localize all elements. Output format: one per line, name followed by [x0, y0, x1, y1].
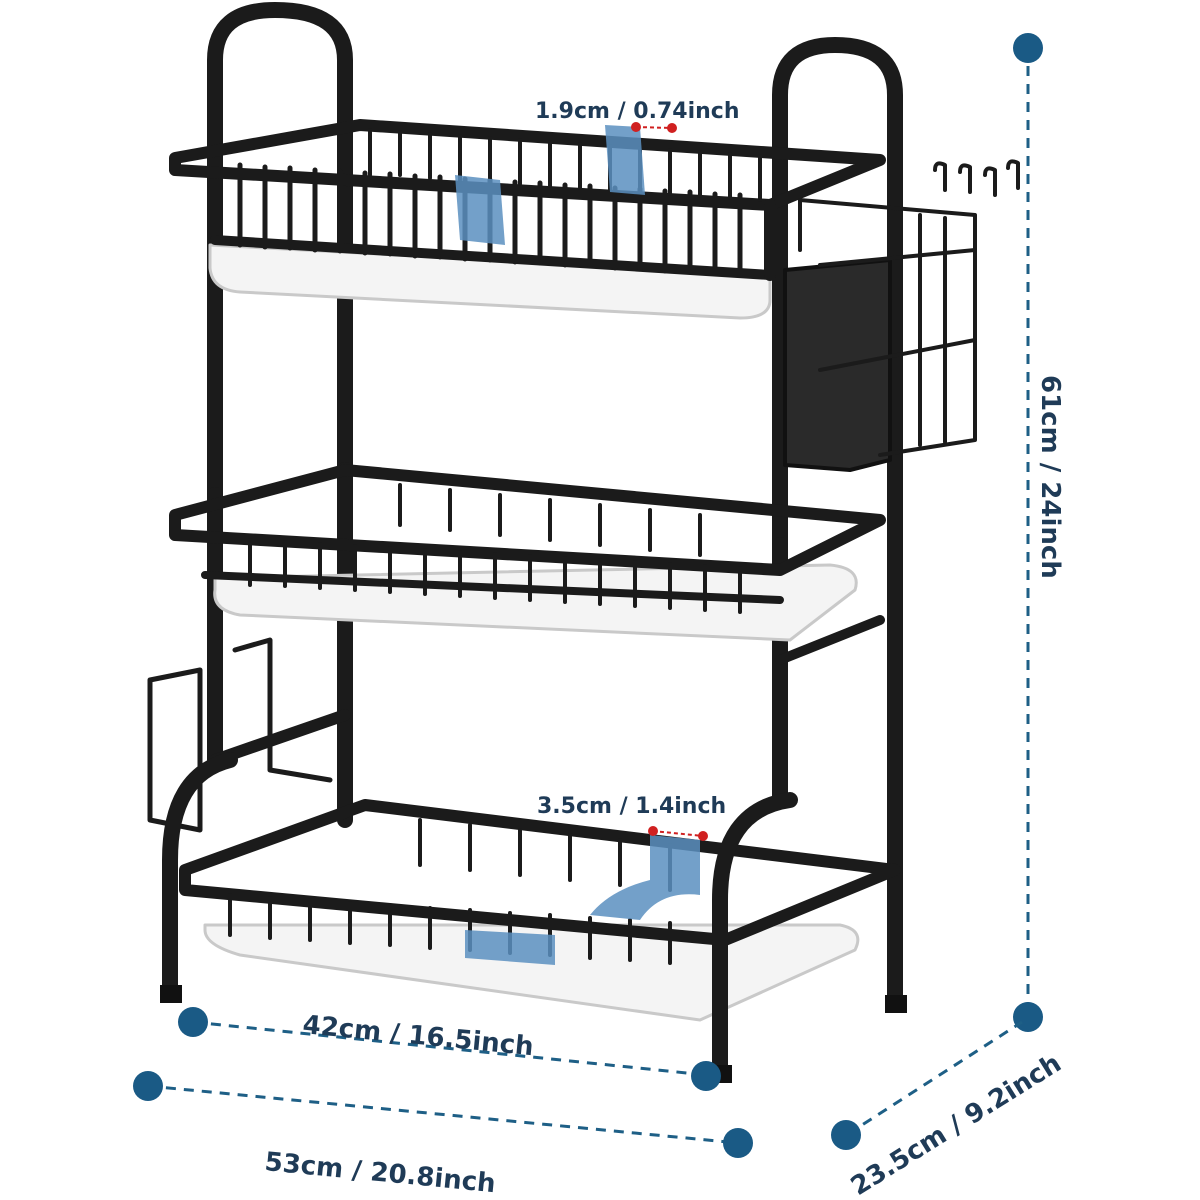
inner-width-line — [192, 1020, 707, 1077]
inner-width-dot-right — [691, 1061, 721, 1091]
depth-dot — [831, 1120, 861, 1150]
outer-width-line — [147, 1084, 739, 1145]
bottom-tray — [203, 923, 860, 1022]
foot-front-left — [160, 985, 182, 1003]
middle-tier — [169, 464, 886, 642]
bottom-gap-label: 3.5cm / 1.4inch — [537, 794, 726, 819]
side-basket — [798, 159, 1020, 457]
top-tray — [208, 243, 772, 320]
left-handle — [207, 2, 353, 503]
bottom-plate-indicator — [590, 835, 700, 920]
dish-rack — [147, 2, 1020, 1083]
top-tier — [169, 119, 886, 320]
outer-width-dot-right — [723, 1128, 753, 1158]
height-dot-bottom — [1013, 1002, 1043, 1032]
bottom-left-leg — [162, 752, 238, 998]
outer-width-dot-left — [133, 1071, 163, 1101]
foot-back-right — [885, 995, 907, 1013]
height-dot-top — [1013, 33, 1043, 63]
height-label: 61cm / 24inch — [1035, 375, 1065, 579]
top-gap-marker — [635, 126, 673, 129]
outer-width-label: 53cm / 20.8inch — [263, 1147, 497, 1199]
bottom-tier — [160, 752, 907, 1083]
board-holder — [147, 637, 333, 833]
inner-width-label: 42cm / 16.5inch — [301, 1010, 535, 1062]
top-gap-label: 1.9cm / 0.74inch — [535, 99, 739, 124]
depth-label: 23.5cm / 9.2inch — [846, 1048, 1067, 1200]
top-plate-indicator — [455, 175, 505, 245]
inner-width-dot-left — [178, 1007, 208, 1037]
right-handle — [772, 37, 903, 1008]
bottom-gap-marker — [652, 830, 704, 837]
